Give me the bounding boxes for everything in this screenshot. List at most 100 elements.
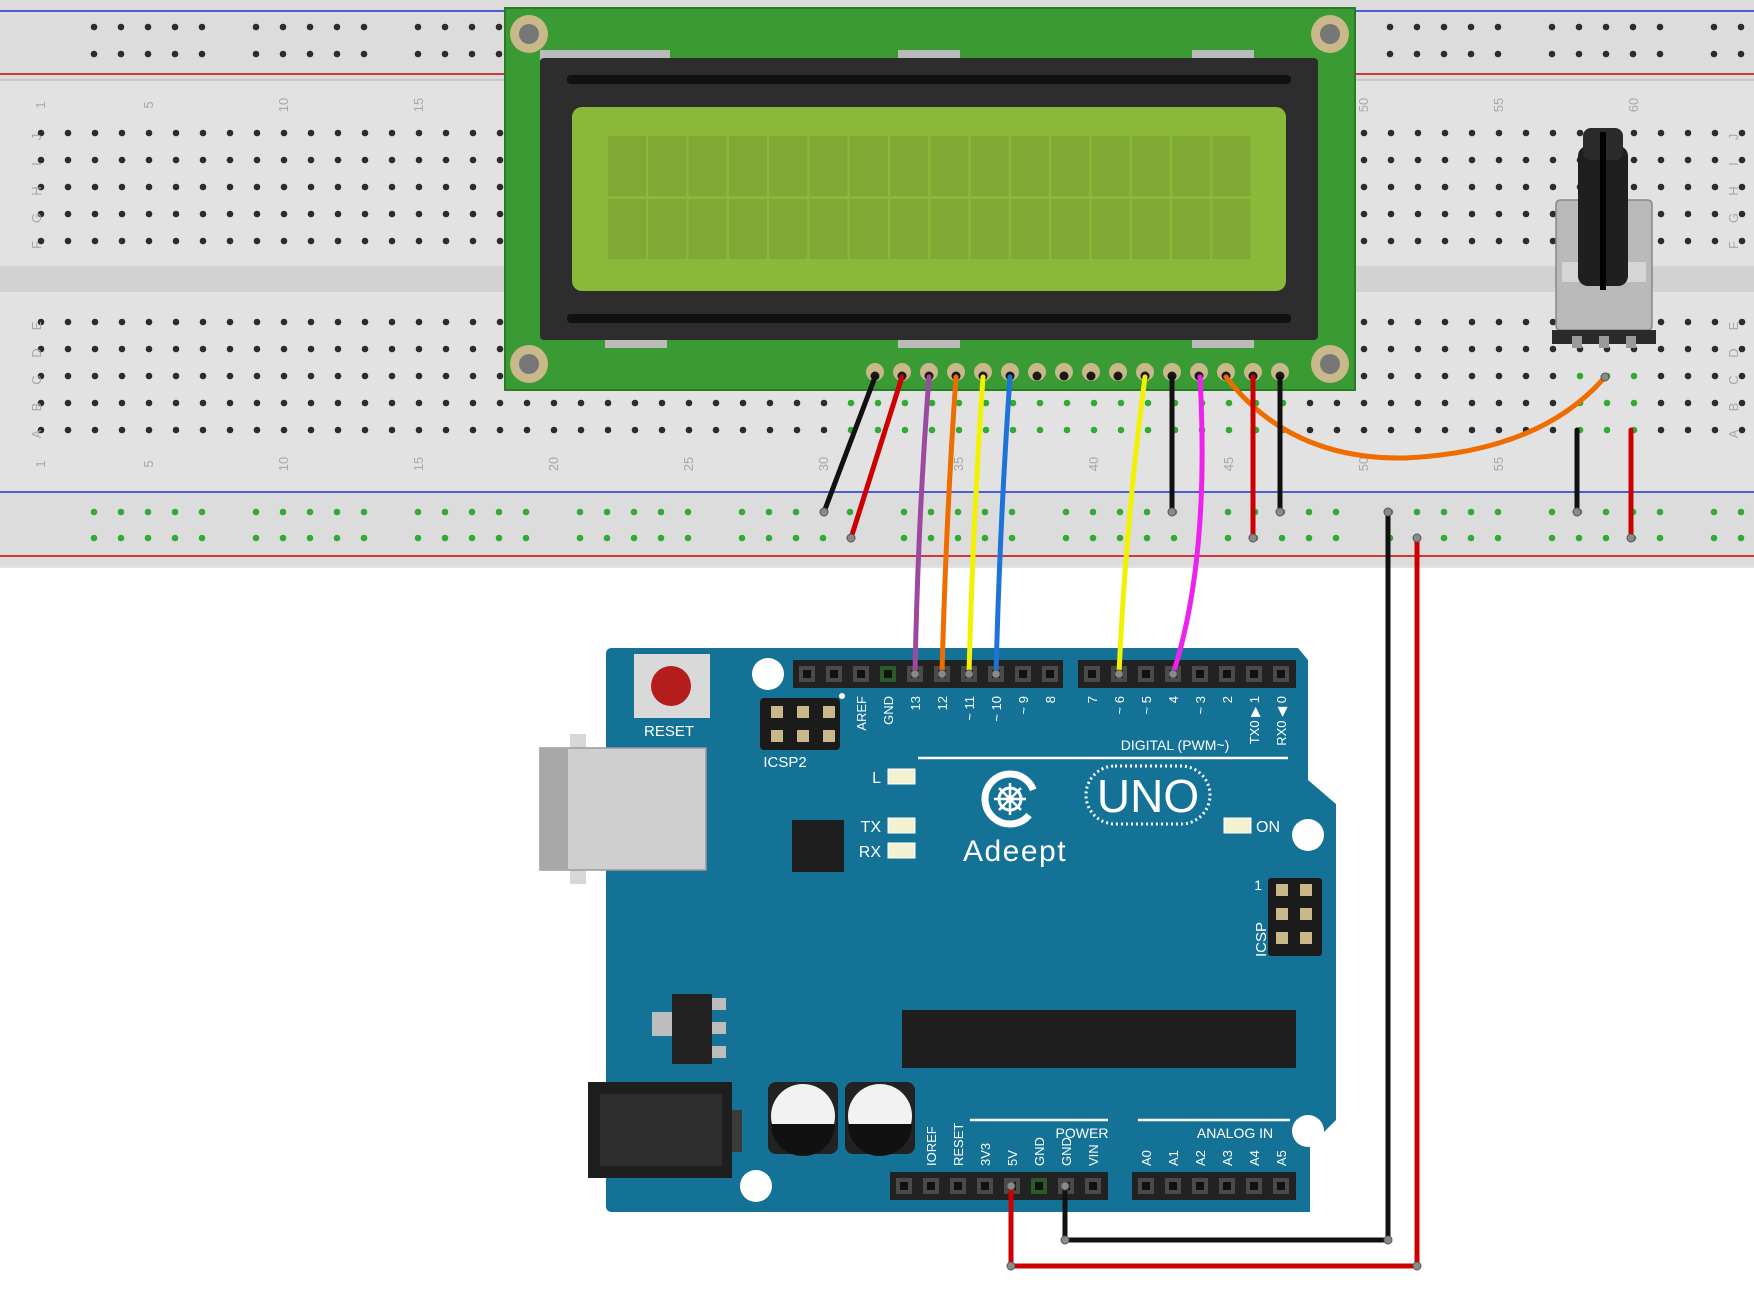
breadboard-hole xyxy=(1387,318,1395,326)
breadboard-hole xyxy=(1684,156,1692,164)
breadboard-hole xyxy=(415,183,423,191)
wire-end-pins xyxy=(819,372,1636,1271)
breadboard-hole xyxy=(279,50,287,58)
breadboard-hole xyxy=(1657,210,1665,218)
wire-lcd-v0-to-pot-wiper[interactable] xyxy=(1223,374,1608,461)
lcd-clip xyxy=(1192,50,1254,60)
breadboard-hole xyxy=(64,129,72,137)
breadboard-hole xyxy=(37,345,45,353)
breadboard-hole xyxy=(360,534,368,542)
breadboard-hole xyxy=(927,534,935,542)
pin1-marker xyxy=(839,693,845,699)
icsp2-header xyxy=(760,698,840,750)
breadboard-hole xyxy=(118,345,126,353)
breadboard-hole xyxy=(307,426,315,434)
breadboard-hole xyxy=(441,534,449,542)
breadboard-hole xyxy=(792,534,800,542)
wire-lcd-rs-to-d13[interactable] xyxy=(912,374,932,677)
wire-lcd-d4-to-d11[interactable] xyxy=(966,374,986,677)
breadboard-hole xyxy=(360,23,368,31)
wire-lcd-d5-to-d10[interactable] xyxy=(993,374,1013,677)
header-pin-label: GND xyxy=(881,696,896,725)
breadboard-hole xyxy=(37,156,45,164)
lcd-character-cell xyxy=(608,136,646,196)
breadboard-hole xyxy=(793,399,801,407)
led-label-tx: TX xyxy=(861,819,882,836)
dc-jack-inner xyxy=(600,1094,722,1166)
breadboard-hole xyxy=(442,399,450,407)
breadboard-hole xyxy=(1575,50,1583,58)
header-pin-label: 4 xyxy=(1166,696,1181,703)
breadboard-hole xyxy=(306,508,314,516)
icsp-pin1-label: 1 xyxy=(1254,877,1262,893)
header-pin-label: RX0 ◀ 0 xyxy=(1274,696,1289,746)
breadboard-hole xyxy=(145,318,153,326)
breadboard-hole xyxy=(900,508,908,516)
breadboard-hole xyxy=(1468,345,1476,353)
breadboard-hole xyxy=(90,23,98,31)
breadboard-label: A xyxy=(29,429,44,438)
breadboard-hole xyxy=(550,399,558,407)
breadboard-hole xyxy=(631,426,639,434)
header-pin-hole xyxy=(1223,670,1231,678)
wire-lcd-vss-to-gnd-rail[interactable] xyxy=(821,374,878,515)
potentiometer xyxy=(1552,128,1656,348)
breadboard-hole xyxy=(1603,399,1611,407)
breadboard-hole xyxy=(361,210,369,218)
wire-arduino-gnd-to-rail[interactable] xyxy=(1062,509,1391,1243)
breadboard-hole xyxy=(1738,426,1746,434)
breadboard-hole xyxy=(442,210,450,218)
lcd-character-cell xyxy=(1051,136,1090,196)
breadboard-hole xyxy=(496,426,504,434)
breadboard-hole xyxy=(739,426,747,434)
breadboard-hole xyxy=(145,426,153,434)
breadboard-hole xyxy=(334,426,342,434)
breadboard-hole xyxy=(1738,399,1746,407)
lcd-character-cell xyxy=(809,136,848,196)
breadboard-hole xyxy=(603,508,611,516)
breadboard-hole xyxy=(64,156,72,164)
breadboard-hole xyxy=(415,345,423,353)
breadboard-hole xyxy=(630,534,638,542)
breadboard-hole xyxy=(172,183,180,191)
wire-lcd-e-to-d12[interactable] xyxy=(939,374,959,677)
breadboard-hole xyxy=(630,508,638,516)
wire-lcd-d6-to-d6[interactable] xyxy=(1116,374,1148,677)
header-pin-hole xyxy=(803,670,811,678)
wire-lcd-d7-to-d4[interactable] xyxy=(1170,374,1205,677)
breadboard-hole xyxy=(1738,156,1746,164)
wire-lcd-vdd-to-5v-rail[interactable] xyxy=(848,374,905,541)
breadboard-hole xyxy=(469,426,477,434)
breadboard-hole xyxy=(955,426,963,434)
lcd-character-cell xyxy=(1051,199,1090,259)
lcd-character-cell xyxy=(930,199,969,259)
breadboard-hole xyxy=(1629,50,1637,58)
breadboard-hole xyxy=(738,534,746,542)
breadboard-hole xyxy=(1467,50,1475,58)
breadboard-hole xyxy=(1467,23,1475,31)
breadboard-hole xyxy=(388,426,396,434)
breadboard-hole xyxy=(955,399,963,407)
breadboard-hole xyxy=(765,534,773,542)
breadboard-hole xyxy=(1710,534,1718,542)
breadboard-hole xyxy=(468,508,476,516)
breadboard-hole xyxy=(307,345,315,353)
breadboard-label: D xyxy=(29,348,44,357)
wire-arduino-5v-to-rail[interactable] xyxy=(1008,535,1420,1269)
header-pin-hole xyxy=(981,1182,989,1190)
breadboard-hole xyxy=(1548,23,1556,31)
breadboard-hole xyxy=(954,508,962,516)
capacitor xyxy=(845,1082,915,1156)
reset-button-cap[interactable] xyxy=(651,666,691,706)
breadboard-hole xyxy=(91,372,99,380)
bottom-power-rail xyxy=(0,492,1754,566)
led-label-l: L xyxy=(872,770,881,787)
breadboard-hole xyxy=(1225,399,1233,407)
header-pin-hole xyxy=(1196,670,1204,678)
breadboard-hole xyxy=(1684,237,1692,245)
breadboard-hole xyxy=(118,210,126,218)
breadboard-hole xyxy=(91,210,99,218)
led-on xyxy=(1223,817,1252,834)
breadboard-hole xyxy=(1656,508,1664,516)
